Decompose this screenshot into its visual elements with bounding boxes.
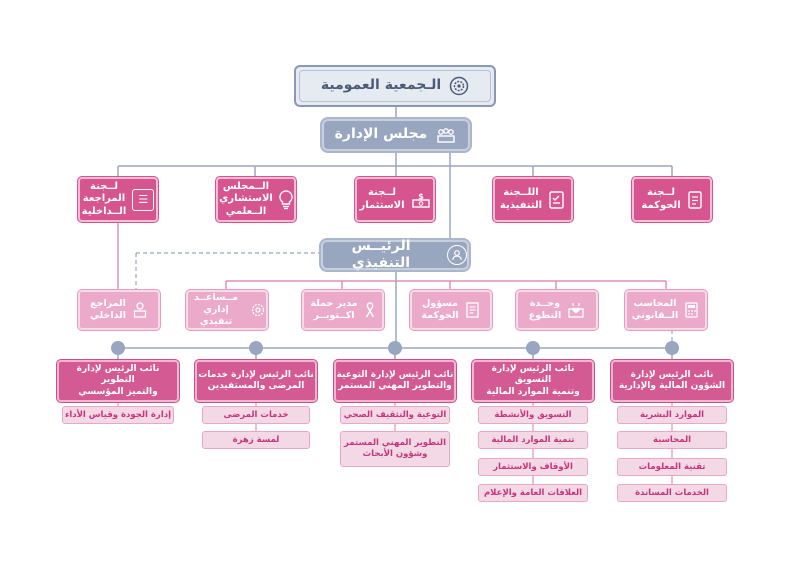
svg-text:$: $ — [418, 192, 424, 201]
unit-internal-auditor: المراجع الداخلي — [78, 290, 160, 330]
committee-investment: $ لــجنة الاستثمار — [355, 177, 435, 222]
unit-legal-accountant: المحاسب الــقانوني — [625, 290, 707, 330]
sub-department: الأوقاف والاستثمار — [478, 458, 588, 476]
unit-october-campaign: مدير حملة اكــتوبــر — [302, 290, 384, 330]
sub-department: تقنية المعلومات — [617, 458, 727, 476]
lightbulb-icon — [279, 189, 293, 210]
deputy-development-excellence: نائب الرئيس لإدارة التطوير والتميز المؤس… — [57, 360, 179, 402]
sub-department: إدارة الجودة وقياس الأداء — [62, 406, 174, 424]
sub-department: خدمات المرضى — [202, 406, 310, 424]
general-assembly-label: الـجمعية العمومية — [320, 77, 442, 94]
deputy-patient-services: نائب الرئيس لإدارة خدمات المرضى والمستفي… — [195, 360, 317, 402]
sub-department: التسويق والأنشطة — [478, 406, 588, 424]
deputy-finance-administration: نائب الرئيس لإدارة الشؤون المالية والإدا… — [611, 360, 733, 402]
sub-department: الخدمات المساندة — [617, 484, 727, 502]
unit-volunteering: وحــدة التطوع — [516, 290, 598, 330]
gear-icon — [449, 76, 469, 96]
sub-department: التوعية والتثقيف الصحي — [340, 406, 450, 424]
deputy-marketing-resources: نائب الرئيس لإدارة التسويق وتنمية الموار… — [472, 360, 594, 402]
committee-scientific-advisory: الــمجلس الاستشاري الــعلمي — [216, 177, 296, 222]
committee-governance: لــجنة الحوكمة — [632, 177, 712, 222]
board-label: مجلس الإدارة — [334, 126, 428, 143]
sub-department: المحاسبة — [617, 431, 727, 449]
ribbon-icon — [364, 301, 376, 319]
volunteer-icon — [567, 301, 585, 319]
unit-executive-assistant: مــساعــد إداري تنفيذي — [186, 290, 268, 330]
person-icon — [447, 245, 467, 265]
deputy-awareness-development: نائب الرئيس لإدارة التوعية والتطوير المه… — [334, 360, 456, 402]
board-box: مجلس الإدارة — [322, 119, 470, 151]
unit-governance-officer: مسؤول الحوكمة — [410, 290, 492, 330]
sub-department: العلاقات العامة والإعلام — [478, 484, 588, 502]
money-icon: $ — [411, 191, 431, 209]
clipboard-icon: ☰ — [132, 188, 155, 211]
calculator-icon — [684, 301, 700, 319]
report-icon — [465, 301, 481, 319]
general-assembly-box: الـجمعية العمومية — [294, 65, 496, 107]
checklist-icon — [548, 190, 566, 210]
sub-department: الموارد البشرية — [617, 406, 727, 424]
document-icon — [687, 190, 703, 210]
auditor-icon — [132, 301, 148, 319]
ceo-label: الرئيــس التنفيذي — [351, 237, 411, 272]
sub-department: تنمية الموارد المالية — [478, 431, 588, 449]
ceo-box: الرئيــس التنفيذي — [321, 237, 469, 272]
sub-department: لمسة زهرة — [202, 431, 310, 449]
committee-internal-audit: ☰ لــجنة المراجعة الــداخلية — [78, 177, 158, 222]
sub-department: التطوير المهني المستمر وشؤون الأبحاث — [340, 431, 450, 467]
meeting-icon — [435, 126, 457, 144]
committee-executive: اللــجنة التنفيذية — [493, 177, 573, 222]
gears-icon — [250, 302, 266, 318]
